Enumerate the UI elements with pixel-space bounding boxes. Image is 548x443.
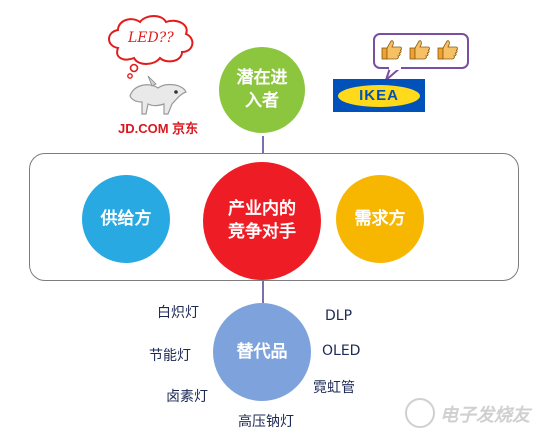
industry-competitors-node: 产业内的 竞争对手 bbox=[203, 162, 321, 280]
industry-frame bbox=[29, 153, 519, 281]
jd-dog-mascot-icon bbox=[129, 75, 187, 115]
substitutes-node: 替代品 bbox=[213, 303, 311, 401]
substitute-incandescent: 白炽灯 bbox=[157, 305, 199, 321]
substitutes-label: 替代品 bbox=[236, 341, 288, 362]
jd-logo-text: JD.COM 京东 bbox=[118, 121, 199, 136]
suppliers-label: 供给方 bbox=[100, 208, 152, 229]
substitute-energy-saving: 节能灯 bbox=[149, 348, 191, 364]
ikea-logo: IKEA bbox=[333, 79, 425, 112]
substitute-halogen: 卤素灯 bbox=[166, 389, 208, 405]
substitute-dlp: DLP bbox=[325, 308, 353, 324]
connector-bottom bbox=[262, 281, 264, 303]
led-cloud-bubble bbox=[108, 15, 194, 79]
ikea-logo-text: IKEA bbox=[359, 87, 399, 104]
thumbs-up-icon bbox=[381, 40, 402, 60]
watermark-text: 电子发烧友 bbox=[440, 405, 530, 426]
led-question-text: LED?? bbox=[128, 30, 174, 46]
potential-entrants-line-2: 入者 bbox=[245, 91, 279, 111]
suppliers-node: 供给方 bbox=[82, 175, 170, 263]
thumbs-up-icon bbox=[437, 40, 458, 60]
buyers-label: 需求方 bbox=[354, 208, 406, 229]
potential-entrants-node: 潜在进 入者 bbox=[219, 47, 305, 133]
competitors-line-1: 产业内的 bbox=[228, 199, 296, 220]
watermark-logo-icon bbox=[405, 398, 435, 428]
buyers-node: 需求方 bbox=[336, 175, 424, 263]
competitors-line-2: 竞争对手 bbox=[228, 222, 296, 242]
substitute-oled: OLED bbox=[322, 343, 361, 359]
potential-entrants-line-1: 潜在进 bbox=[236, 68, 288, 89]
substitute-neon: 霓虹管 bbox=[313, 380, 355, 396]
thumbs-up-icon bbox=[409, 40, 430, 60]
substitute-sodium: 高压钠灯 bbox=[238, 414, 294, 430]
connector-top bbox=[262, 136, 264, 153]
